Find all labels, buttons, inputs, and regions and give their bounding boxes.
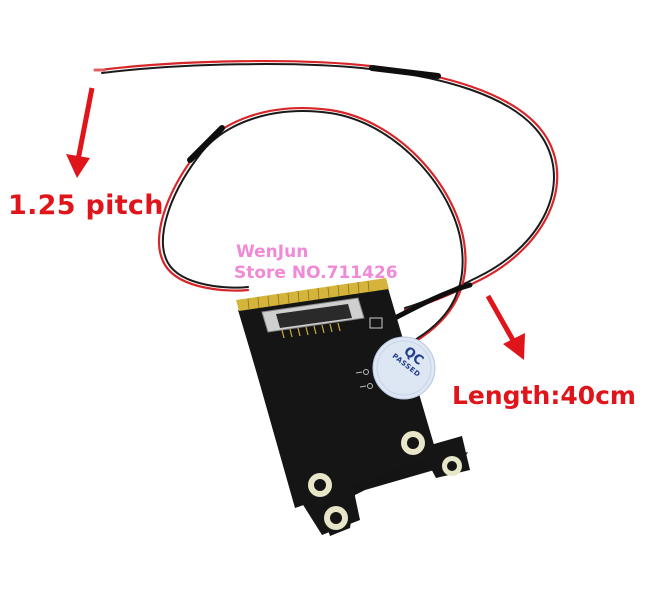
adapter-board bbox=[236, 278, 470, 536]
heat-shrink-top bbox=[369, 65, 441, 79]
mounting-holes bbox=[308, 431, 462, 530]
silkscreen bbox=[355, 369, 373, 389]
pad-marks bbox=[369, 317, 383, 329]
socket-pins bbox=[281, 322, 341, 339]
cable-exit bbox=[392, 282, 473, 321]
heat-shrink-inner bbox=[187, 125, 225, 163]
cable-inner-black bbox=[161, 110, 464, 348]
cable-upper-red bbox=[98, 59, 559, 312]
gold-contacts bbox=[236, 278, 389, 311]
board-socket-inner bbox=[276, 304, 352, 328]
cable bbox=[93, 59, 559, 352]
pitch-annotation: 1.25 pitch bbox=[8, 190, 164, 221]
cable-upper-black bbox=[101, 63, 555, 309]
length-annotation: Length:40cm bbox=[452, 381, 636, 410]
qc-sticker bbox=[372, 336, 436, 400]
contact-lines bbox=[247, 280, 370, 310]
arrow-length bbox=[485, 294, 525, 360]
arrow-pitch bbox=[66, 87, 95, 178]
cable-inner-red bbox=[158, 107, 467, 352]
watermark-line1: WenJun bbox=[236, 242, 309, 262]
watermark-line2: Store NO.711426 bbox=[234, 263, 398, 283]
